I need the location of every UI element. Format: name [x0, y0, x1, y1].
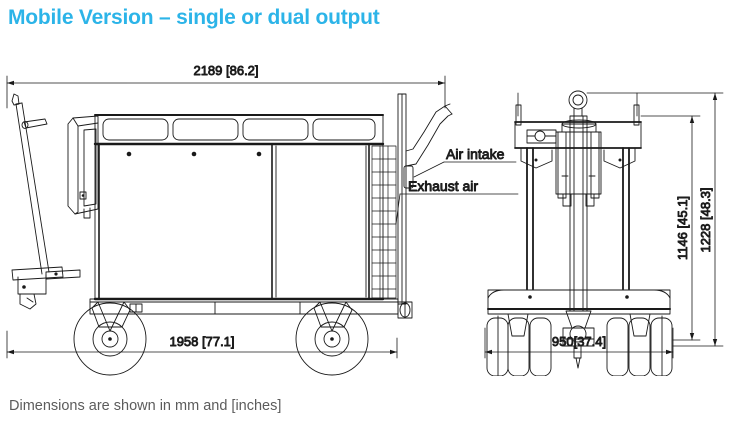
callout-label-air-intake: Air intake [446, 146, 505, 162]
central-mast [555, 115, 602, 312]
exhaust-grille [371, 145, 397, 299]
dimension-height-inner [640, 115, 701, 341]
air-intake-duct [397, 93, 453, 305]
callout-group [395, 161, 519, 225]
dimension-label-height-inner: 1146 [45.1] [675, 196, 690, 260]
machine-body [89, 114, 399, 315]
caster-wheel-front [73, 301, 147, 376]
dimension-label-wheelbase: 1958 [77.1] [169, 334, 234, 349]
callout-label-exhaust-air: Exhaust air [408, 178, 478, 194]
top-panel-louvers [102, 118, 376, 141]
dimension-label-front-width: 950[37.4] [552, 334, 606, 349]
tow-handle [11, 93, 81, 310]
rear-fitting [397, 301, 413, 319]
front-view-group: 950[37.4] 1146 [45.1] [484, 90, 724, 376]
control-panel-housing [67, 115, 99, 219]
caster-lock-front [129, 303, 143, 313]
frame-rails [520, 147, 636, 290]
dimension-wheelbase [6, 330, 398, 359]
dimension-label-height-outer: 1228 [48.3] [698, 187, 713, 252]
dimension-overall-length [6, 75, 446, 109]
side-view-group: 2189 [86.2] [6, 63, 453, 376]
center-jack-foot [562, 310, 595, 369]
base-plate [487, 289, 671, 315]
deck-detail-left [526, 129, 557, 144]
lift-eye [568, 90, 588, 117]
caster-wheel-rear [295, 301, 369, 376]
drawing-canvas: 2189 [86.2] [0, 46, 735, 376]
dimension-height-outer [586, 92, 724, 347]
dimension-front-width [484, 327, 674, 359]
front-view-wheels [486, 313, 673, 376]
dimension-label-overall-length: 2189 [86.2] [193, 63, 258, 78]
page-title: Mobile Version – single or dual output [8, 6, 380, 29]
footnote-units: Dimensions are shown in mm and [inches] [9, 398, 282, 414]
